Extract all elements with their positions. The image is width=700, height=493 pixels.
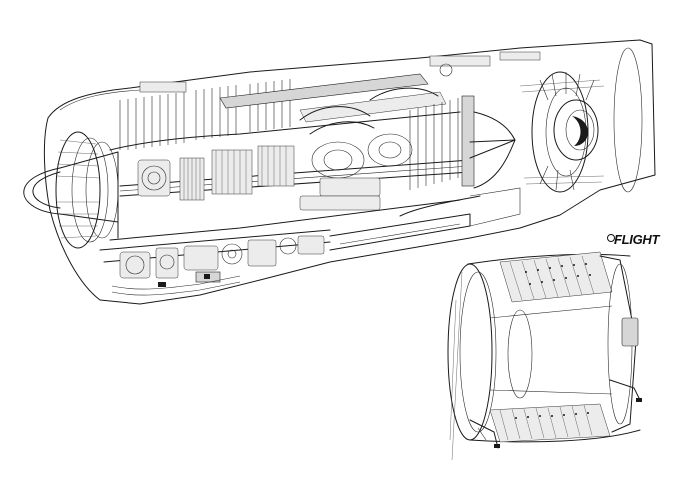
publisher-logo: FLIGHT — [614, 232, 660, 247]
accessory-gearbox — [99, 229, 331, 296]
main-engine-cutaway — [23, 39, 656, 305]
copyright-mark-icon — [607, 234, 615, 242]
nozzle-section-detail — [447, 251, 642, 461]
